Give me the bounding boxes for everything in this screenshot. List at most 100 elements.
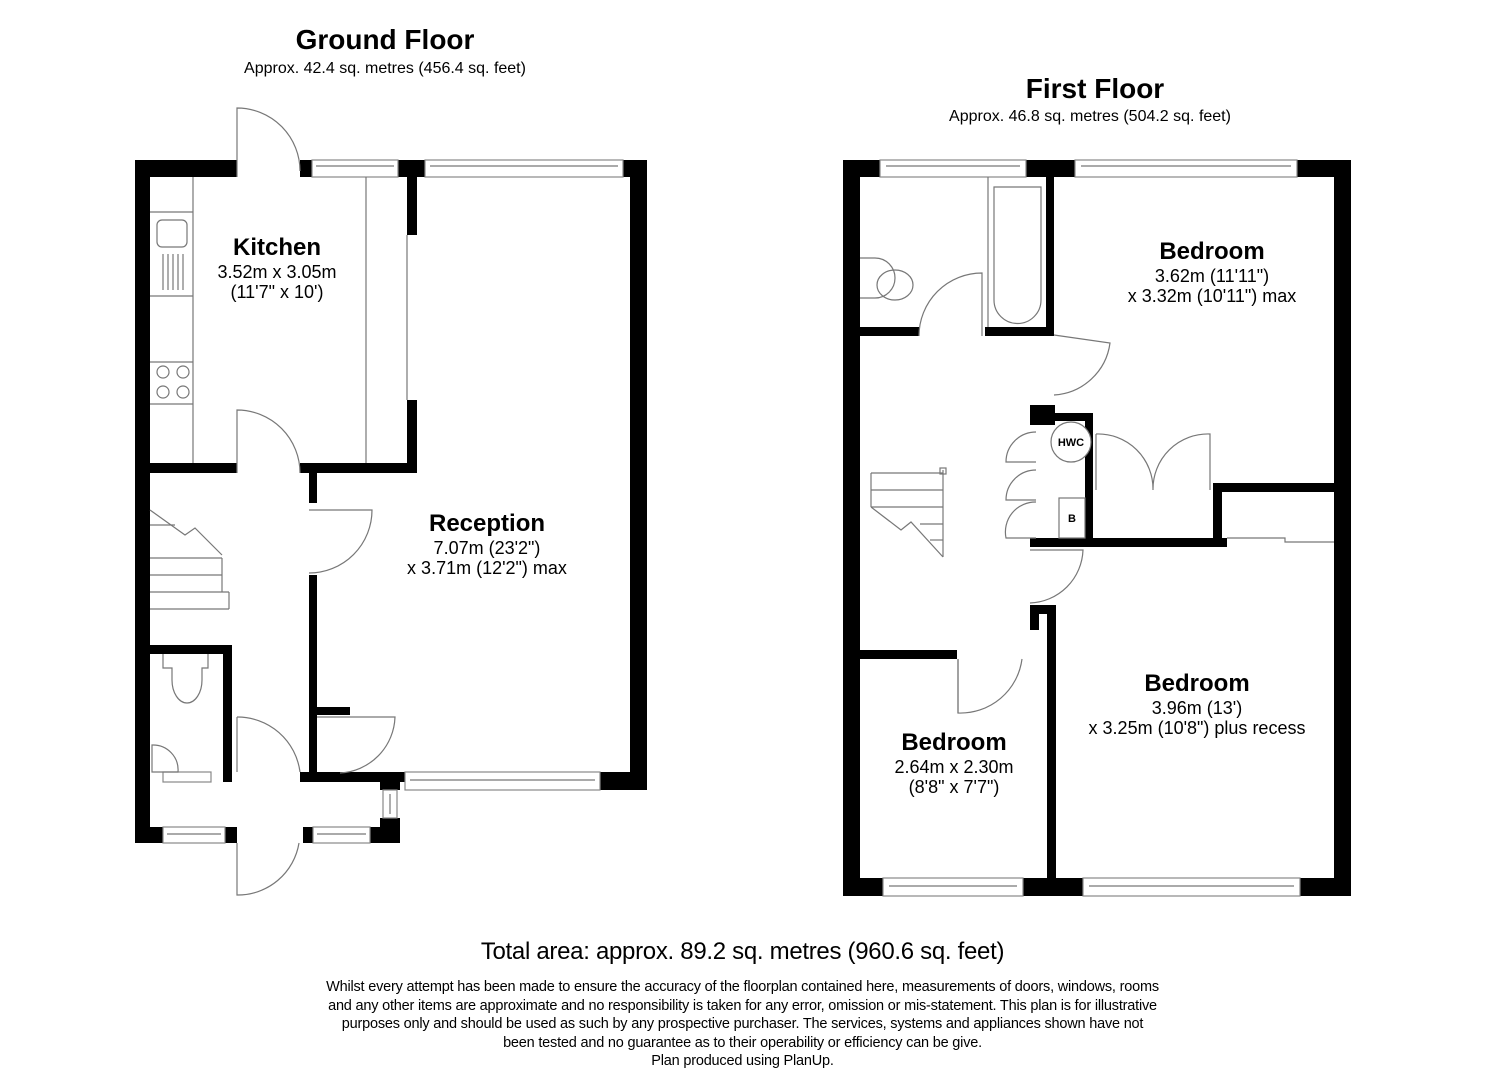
disclaimer-line: and any other items are approximate and …: [328, 997, 1157, 1014]
sliding-door: [1227, 537, 1334, 543]
window: [382, 789, 398, 819]
room-bedroom-2: Bedroom 3.96m (13') x 3.25m (10'8") plus…: [1089, 670, 1306, 738]
room-name: Kitchen: [232, 234, 321, 261]
drainer: [162, 254, 184, 290]
wall: [1046, 177, 1054, 332]
wall: [1023, 878, 1083, 896]
ground-floor-area: Approx. 42.4 sq. metres (456.4 sq. feet): [244, 60, 526, 77]
wall: [1085, 413, 1093, 543]
disclaimer: Whilst every attempt has been made to en…: [0, 978, 1485, 1071]
wall: [317, 707, 350, 715]
wall: [843, 160, 860, 896]
room-dimensions: 3.62m (11'11"): [1154, 266, 1270, 286]
wall: [407, 177, 417, 235]
window: [1074, 159, 1298, 178]
wall: [1030, 605, 1055, 614]
wall: [135, 160, 237, 177]
wall: [1300, 878, 1351, 896]
window: [424, 159, 624, 178]
door-swing: [1095, 433, 1211, 491]
wall: [1030, 605, 1039, 630]
wall: [300, 160, 312, 177]
room-name: Bedroom: [901, 729, 1007, 756]
room-dimensions-2: x 3.25m (10'8") plus recess: [1088, 718, 1306, 738]
door-swing: [236, 409, 301, 474]
window: [162, 771, 212, 783]
wall: [150, 645, 232, 654]
first-floor-plan: HWC B: [843, 159, 1351, 897]
wall: [398, 160, 425, 177]
window: [311, 159, 399, 178]
wall: [1047, 605, 1056, 878]
ground-floor-title: Ground Floor: [295, 24, 475, 55]
wall: [135, 827, 163, 843]
basin-icon: [151, 744, 179, 773]
room-dimensions: 7.07m (23'2"): [433, 538, 541, 558]
door-swing: [1005, 469, 1037, 501]
window: [162, 826, 226, 844]
wall: [225, 827, 237, 843]
door-swing: [1005, 431, 1037, 463]
room-dimensions-2: x 3.32m (10'11") max: [1127, 286, 1297, 306]
window: [404, 771, 601, 791]
wall: [1213, 483, 1222, 547]
wall: [630, 160, 647, 790]
wall: [309, 473, 317, 503]
toilet-icon: [162, 654, 209, 704]
hob-icon: [156, 365, 190, 399]
wall: [150, 463, 237, 473]
wall: [1213, 483, 1334, 492]
door-swing: [1004, 501, 1037, 539]
wall: [380, 772, 400, 790]
disclaimer-line: purposes only and should be used as such…: [341, 1016, 1144, 1032]
hwc-label: HWC: [1058, 437, 1084, 449]
wall: [860, 650, 957, 659]
room-bedroom-1: Bedroom 3.62m (11'11") x 3.32m (10'11") …: [1128, 238, 1297, 306]
plan-credit: Plan produced using PlanUp.: [651, 1053, 834, 1069]
room-name: Bedroom: [1144, 670, 1250, 697]
room-dimensions-2: x 3.71m (12'2") max: [407, 558, 567, 578]
total-area: Total area: approx. 89.2 sq. metres (960…: [480, 938, 1005, 965]
wall: [1030, 405, 1055, 425]
first-floor-title: First Floor: [1025, 73, 1165, 104]
door-swing: [236, 716, 301, 773]
wall: [309, 575, 317, 780]
room-kitchen: Kitchen 3.52m x 3.05m (11'7" x 10'): [217, 234, 336, 302]
room-dimensions-imperial: (11'7" x 10'): [230, 282, 324, 302]
door-swing: [236, 107, 301, 177]
first-floor-area: Approx. 46.8 sq. metres (504.2 sq. feet): [949, 108, 1231, 125]
door-swing: [918, 272, 983, 337]
room-dimensions: 2.64m x 2.30m: [894, 757, 1014, 777]
door-swing: [1053, 334, 1111, 396]
wall: [300, 772, 405, 782]
bath-icon: [993, 186, 1042, 325]
wall: [300, 463, 417, 473]
wall: [1334, 160, 1351, 896]
door-swing: [308, 509, 373, 574]
wall: [1030, 538, 1227, 547]
window: [1082, 877, 1301, 897]
wall: [1026, 160, 1075, 177]
boiler-icon: [1058, 497, 1086, 539]
wall: [407, 400, 417, 473]
stairs-icon: [149, 509, 230, 610]
basin-icon: [860, 257, 896, 299]
disclaimer-line: Whilst every attempt has been made to en…: [326, 979, 1159, 995]
disclaimer-line: been tested and no guarantee as to their…: [503, 1034, 982, 1051]
room-reception: Reception 7.07m (23'2") x 3.71m (12'2") …: [407, 510, 567, 578]
room-dimensions: 3.52m x 3.05m: [217, 262, 337, 282]
door-swing: [957, 658, 1023, 714]
wall: [135, 160, 150, 843]
sink-icon: [156, 219, 188, 248]
hot-water-cylinder-icon: [1050, 421, 1092, 463]
window: [879, 159, 1027, 178]
wall: [843, 160, 880, 177]
window: [312, 826, 371, 844]
wall: [843, 878, 883, 896]
door-swing: [236, 842, 300, 896]
door-swing: [1029, 549, 1084, 604]
wall: [223, 645, 232, 782]
wall: [600, 772, 647, 790]
door-swing: [317, 716, 396, 774]
ground-floor-plan: [135, 107, 647, 896]
